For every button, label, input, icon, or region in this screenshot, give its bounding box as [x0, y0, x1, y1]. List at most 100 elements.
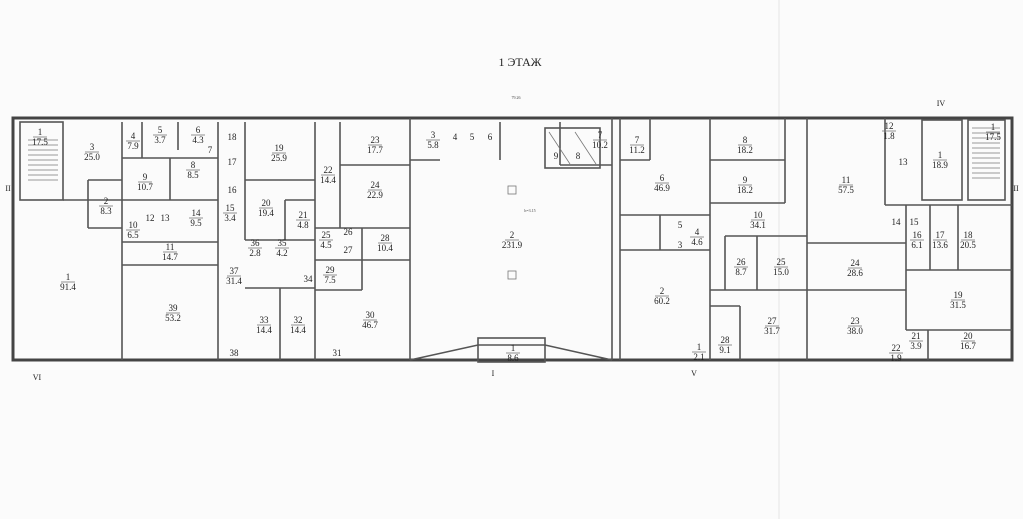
room-area: 10.4 [377, 243, 393, 253]
overall-dimension: 79.26 [512, 95, 521, 100]
room-number: 24 [851, 258, 861, 268]
room-area: 46.9 [654, 183, 670, 193]
room-area: 34.1 [750, 220, 766, 230]
room-label: 27 [344, 245, 354, 255]
room-area: 231.9 [502, 240, 523, 250]
room-number: 17 [936, 230, 946, 240]
room-number: 8 [191, 160, 196, 170]
axis-marker-ii-right: II [1013, 184, 1019, 193]
room-number: 19 [954, 290, 964, 300]
room-label: 297.5 [323, 265, 337, 285]
room-area: 2.8 [249, 248, 261, 258]
room-area: 31.4 [226, 276, 242, 286]
room-label: 26 [344, 227, 354, 237]
room-area: 3.4 [224, 213, 236, 223]
room-area: 16.7 [960, 341, 976, 351]
room-number: 14 [892, 217, 902, 227]
room-number: 2 [510, 230, 515, 240]
room-label: 711.2 [629, 135, 644, 155]
room-label: 5 [470, 132, 475, 142]
room-label: 818.2 [737, 135, 753, 155]
room-area: 18.2 [737, 145, 753, 155]
room-number: 9 [554, 151, 559, 161]
room-area: 28.6 [847, 268, 863, 278]
room-label: 910.7 [137, 172, 153, 192]
room-number: 19 [275, 143, 285, 153]
room-area: 14.4 [320, 175, 336, 185]
room-area: 8.3 [100, 206, 112, 216]
room-label: 13 [899, 157, 909, 167]
room-number: 26 [737, 257, 747, 267]
room-area: 18.2 [737, 185, 753, 195]
room-number: 5 [470, 132, 475, 142]
room-label: 354.2 [275, 238, 289, 258]
room-number: 39 [169, 303, 179, 313]
room-number: 1 [66, 272, 71, 282]
room-label: 31 [333, 348, 342, 358]
room-number: 10 [754, 210, 764, 220]
room-number: 36 [251, 238, 261, 248]
floor-title: 1 ЭТАЖ [498, 55, 541, 69]
room-label: 214.8 [296, 210, 310, 230]
room-label: 16 [228, 185, 238, 195]
entrance-bay [409, 344, 613, 361]
room-number: 8 [576, 151, 581, 161]
room-label: 260.2 [654, 286, 670, 306]
room-label: 53.7 [153, 125, 167, 145]
room-area: 7.5 [324, 275, 336, 285]
walls [11, 116, 1014, 363]
room-label: 28.3 [99, 196, 113, 216]
room-number: 12 [146, 213, 155, 223]
room-area: 57.5 [838, 185, 854, 195]
room-area: 4.8 [297, 220, 309, 230]
axis-marker-ii-left: II [5, 184, 11, 193]
room-area: 17.5 [985, 132, 1001, 142]
room-label: 18 [228, 132, 238, 142]
room-number: 37 [230, 266, 240, 276]
room-number: 7 [598, 130, 603, 140]
room-number: 4 [131, 131, 136, 141]
room-number: 26 [344, 227, 354, 237]
room-number: 4 [453, 132, 458, 142]
room-number: 9 [743, 175, 748, 185]
room-area: 11.2 [629, 145, 644, 155]
room-label: 35.8 [426, 130, 440, 150]
room-number: 6 [660, 173, 665, 183]
room-area: 15.0 [773, 267, 789, 277]
room-label: 118.9 [932, 150, 948, 170]
room-area: 53.2 [165, 313, 181, 323]
axis-marker-vi: VI [33, 373, 42, 382]
room-area: 9.1 [719, 345, 730, 355]
room-number: 7 [208, 145, 213, 155]
room-area: 25.9 [271, 153, 287, 163]
room-number: 9 [143, 172, 148, 182]
room-number: 13 [899, 157, 909, 167]
axis-marker-v: V [691, 369, 697, 378]
room-label: 121.8 [882, 121, 896, 141]
room-area: 5.8 [427, 140, 439, 150]
room-number: 15 [226, 203, 236, 213]
room-label: 44.6 [690, 227, 704, 247]
column [507, 185, 517, 195]
room-number: 11 [166, 242, 175, 252]
room-label: 117.5 [985, 122, 1001, 142]
room-number: 35 [278, 238, 288, 248]
exterior-wall [11, 116, 1014, 362]
room-label: 918.2 [737, 175, 753, 195]
room-number: 2 [660, 286, 665, 296]
room-area: 17.5 [32, 137, 48, 147]
entrance-vestibule [477, 337, 546, 363]
room-number: 22 [892, 343, 901, 353]
axis-marker-i: I [492, 369, 495, 378]
room-number: 3 [678, 240, 683, 250]
room-area: 8.5 [187, 170, 199, 180]
room-area: 31.5 [950, 300, 966, 310]
room-area: 91.4 [60, 282, 76, 292]
room-number: 21 [912, 331, 921, 341]
